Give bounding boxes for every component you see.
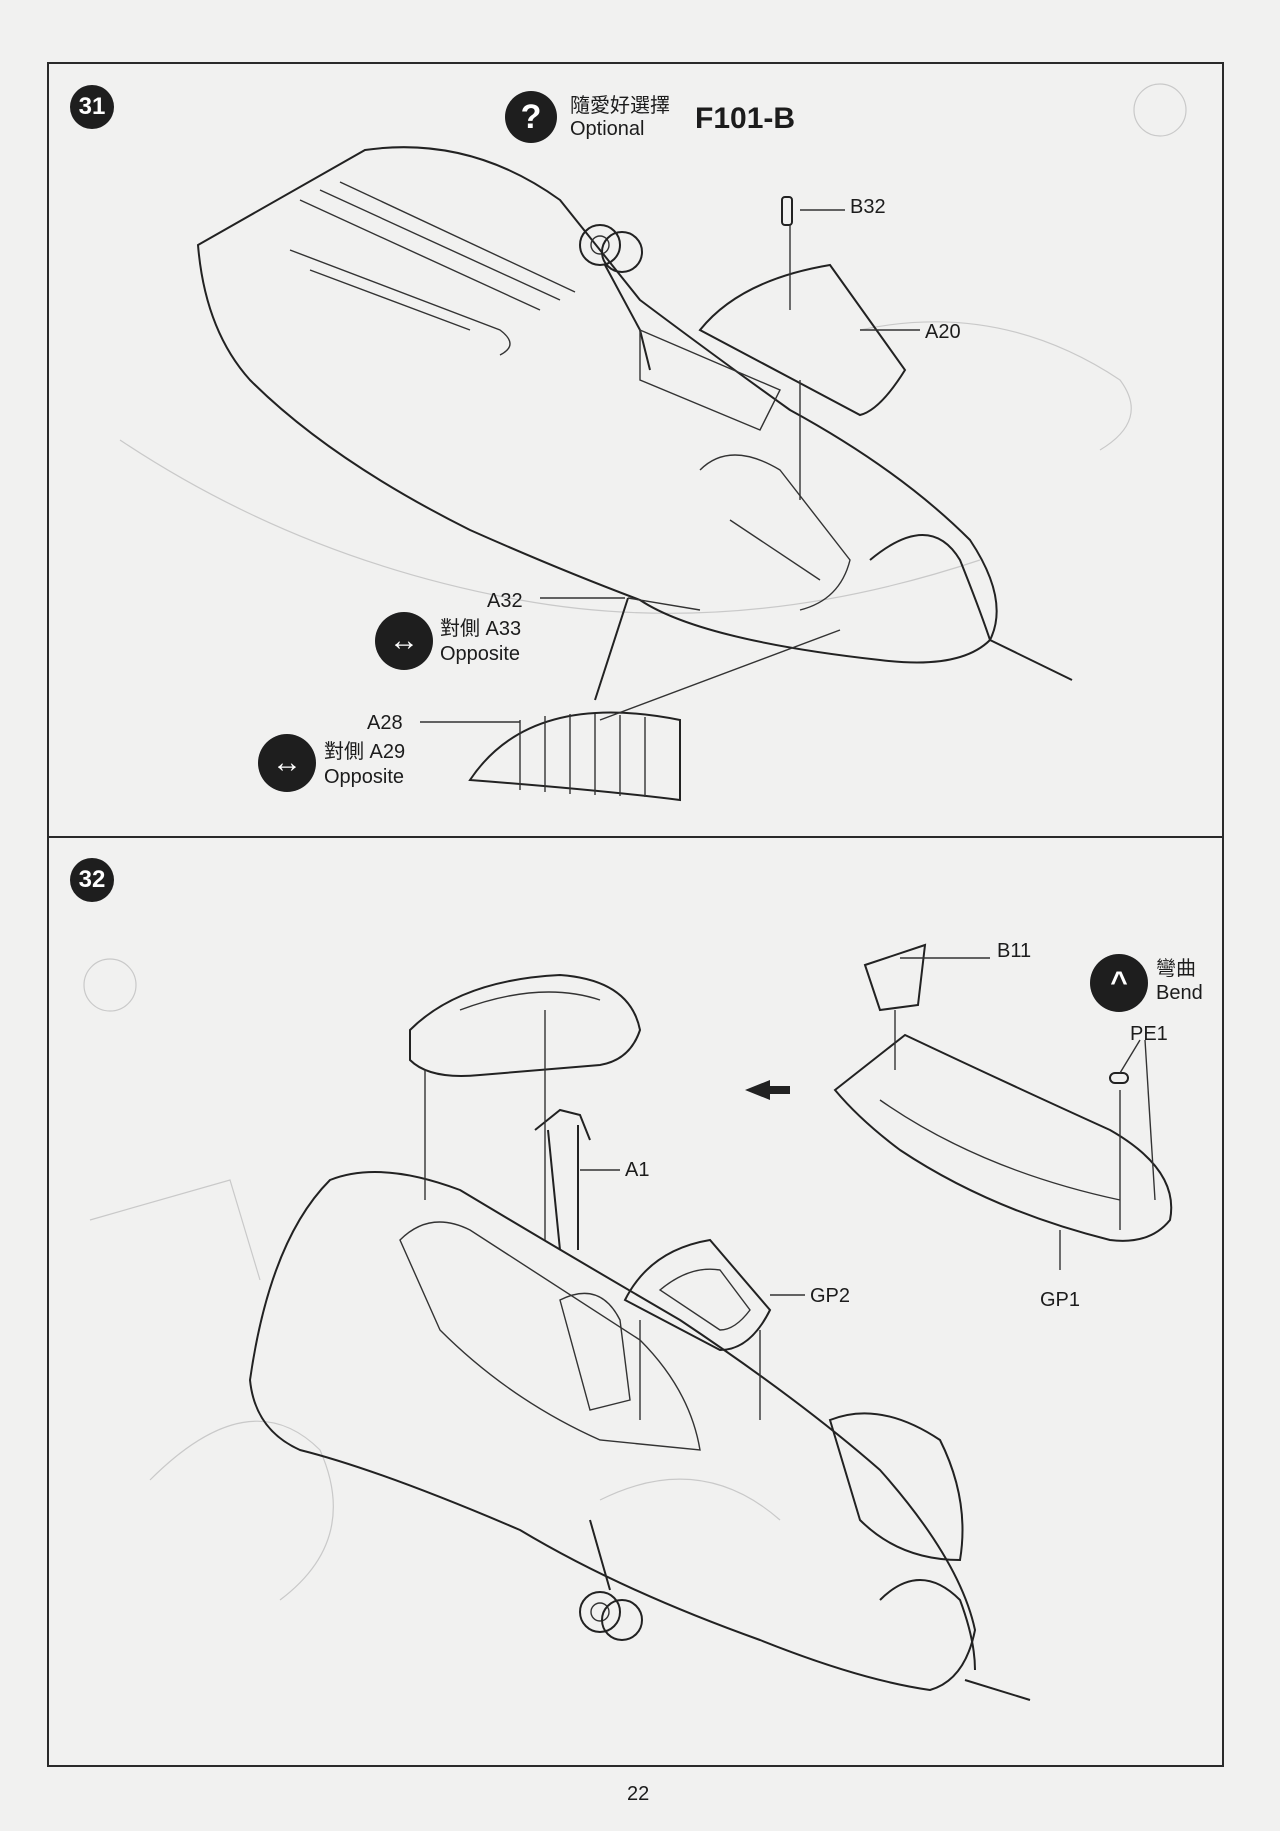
opposite-a33-indicator: ↔ [375,612,433,670]
part-gp1-panel [833,1033,1173,1242]
bend-label-en: Bend [1156,982,1203,1004]
double-arrow-icon: ↔ [389,624,419,657]
fuselage-section-31 [196,146,998,664]
part-pe1 [1109,1072,1129,1084]
part-a1-frame [534,1108,591,1251]
part-label-a28: A28 [367,712,403,734]
part-label-gp2: GP2 [810,1285,851,1307]
optional-indicator: ? [505,91,557,143]
bleed-through-artwork [83,83,1187,1601]
variant-title: F101-B [695,102,796,135]
step-32-badge: 32 [70,858,114,902]
part-b11 [863,943,927,1012]
opposite-a29-label-en: Opposite [324,766,405,788]
part-a20-panel [698,263,907,417]
canopy-part [409,973,642,1077]
part-label-b32: B32 [850,196,886,218]
bend-chevron-icon: ^ [1110,966,1128,999]
question-mark-icon: ? [520,98,542,136]
forward-fuselage-32 [248,1171,977,1692]
part-b32 [781,196,793,226]
step-31-drawing [196,146,1073,802]
page-number: 22 [627,1783,650,1805]
opposite-a33-label-en: Opposite [440,643,521,665]
part-label-pe1: PE1 [1130,1023,1168,1045]
part-label-a20: A20 [925,321,961,343]
step-31-badge: 31 [70,85,114,129]
nose-cone-31 [869,534,991,641]
direction-arrow-icon [745,1080,790,1100]
part-label-a32: A32 [487,590,523,612]
optional-label-zh: 隨愛好選擇 [570,95,670,117]
part-label-gp1: GP1 [1040,1289,1081,1311]
double-arrow-icon: ↔ [272,746,302,779]
opposite-a29-indicator: ↔ [258,734,316,792]
part-label-a1: A1 [625,1159,650,1181]
opposite-a29-label-zh: 對側 A29 [324,741,406,763]
part-gp2-windscreen [623,1238,772,1352]
nose-gear-32 [579,1519,643,1641]
opposite-a33-label-zh: 對側 A33 [440,618,522,640]
step-32-frame [47,836,1224,1767]
bend-label-zh: 彎曲 [1156,958,1196,980]
part-label-b11: B11 [997,940,1032,962]
bend-indicator: ^ [1090,954,1148,1012]
optional-label-en: Optional [570,118,645,140]
step-32-drawing [248,943,1173,1701]
part-a32-strut [594,597,629,701]
part-a28-door [468,711,681,802]
